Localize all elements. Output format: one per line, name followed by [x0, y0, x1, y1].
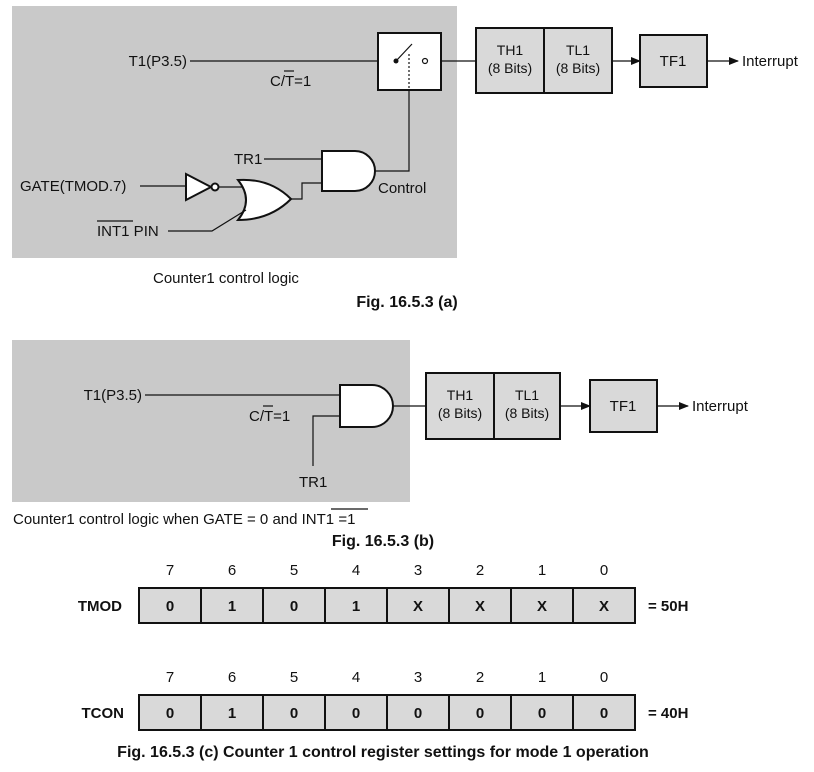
- tmod-value: = 50H: [648, 598, 688, 615]
- fig-a-control-label: Control: [378, 180, 426, 197]
- tmod-bit-cell: [200, 587, 264, 624]
- fig-a-not-gate: [185, 172, 214, 202]
- tcon-name: TCON: [82, 705, 125, 722]
- tmod-bit-value: 0: [166, 598, 174, 615]
- tcon-bit-cell: [386, 694, 450, 731]
- fig-b-th1-box: [425, 372, 495, 440]
- tcon-bit-value: 0: [166, 705, 174, 722]
- tcon-bit-value: 0: [352, 705, 360, 722]
- fig-a-t1-label: T1(P3.5): [129, 53, 187, 70]
- tcon-bit-cell: [262, 694, 326, 731]
- tmod-bit-value: X: [475, 598, 485, 615]
- fig-b-th1-name: TH1: [447, 387, 474, 403]
- fig-a-tf1-label: TF1: [660, 53, 687, 70]
- tcon-bit-value: 0: [290, 705, 298, 722]
- tcon-bit-number: 0: [600, 669, 608, 686]
- fig-a-interrupt-label: Interrupt: [742, 53, 799, 70]
- tcon-bit-number: 2: [476, 669, 484, 686]
- fig-a-tf1-box: [639, 34, 708, 88]
- fig-a-tl1-bits: (8 Bits): [556, 60, 600, 76]
- tmod-bit-number: 5: [290, 562, 298, 579]
- tcon-bit-value: 0: [538, 705, 546, 722]
- figure-c: 7 6 5 4 3 2 1 0 TMOD 0 1 0 1 X X X X: [78, 562, 689, 761]
- tcon-bit-cell: [448, 694, 512, 731]
- fig-b-tr1-label: TR1: [299, 474, 327, 491]
- tcon-bit-numbers: 7 6 5 4 3 2 1 0: [166, 669, 608, 686]
- fig-b-tr1-wire: [312, 415, 340, 466]
- tmod-bit-number: 4: [352, 562, 360, 579]
- fig-a-int1-label: INT1 PIN: [97, 223, 159, 240]
- fig-a-th1-name: TH1: [497, 42, 524, 58]
- fig-a-gate-label: GATE(TMOD.7): [20, 178, 126, 195]
- fig-a-control-wire: [375, 90, 410, 172]
- fig-b-and-gate: [339, 384, 394, 428]
- tcon-bit-value: 0: [476, 705, 484, 722]
- tmod-bit-value: 1: [228, 598, 236, 615]
- tcon-value: = 40H: [648, 705, 688, 722]
- tmod-bit-cell: [386, 587, 450, 624]
- tcon-bit-value: 0: [600, 705, 608, 722]
- tmod-bit-number: 2: [476, 562, 484, 579]
- fig-b-ct-label: C/T=1: [249, 408, 290, 425]
- tcon-bit-number: 6: [228, 669, 236, 686]
- figure-a: T1(P3.5) C/T=1 Control TR1 GATE(TMOD.7) …: [12, 6, 799, 311]
- tcon-bit-cell: [138, 694, 202, 731]
- fig-b-tl1-bits: (8 Bits): [505, 405, 549, 421]
- tmod-bit-cell: [572, 587, 636, 624]
- tmod-bit-value: X: [413, 598, 423, 615]
- tmod-bit-number: 0: [600, 562, 608, 579]
- fig-b-tl1-name: TL1: [515, 387, 539, 403]
- fig-b-subcaption: Counter1 control logic when GATE = 0 and…: [13, 511, 355, 528]
- fig-b-th1-bits: (8 Bits): [438, 405, 482, 421]
- fig-b-t1-label: T1(P3.5): [84, 387, 142, 404]
- tcon-bit-cell: [200, 694, 264, 731]
- tmod-register: 0 1 0 1 X X X X: [138, 587, 636, 624]
- fig-a-or-to-and-wire: [291, 182, 322, 200]
- tmod-bit-value: X: [599, 598, 609, 615]
- tcon-bit-number: 7: [166, 669, 174, 686]
- fig-b-interrupt-label: Interrupt: [692, 398, 749, 415]
- tmod-bit-number: 1: [538, 562, 546, 579]
- fig-a-ct-label: C/T=1: [270, 73, 311, 90]
- tcon-bit-number: 4: [352, 669, 360, 686]
- tmod-bit-value: 0: [290, 598, 298, 615]
- tmod-name: TMOD: [78, 598, 122, 615]
- tmod-bit-numbers: 7 6 5 4 3 2 1 0: [166, 562, 608, 579]
- fig-a-int1-wire: [168, 209, 247, 232]
- fig-a-switch-lever: [395, 43, 413, 62]
- fig-b-tf1-label: TF1: [610, 398, 637, 415]
- fig-a-switch-contact: [421, 57, 429, 65]
- fig-a-th1-bits: (8 Bits): [488, 60, 532, 76]
- tmod-bit-number: 7: [166, 562, 174, 579]
- fig-b-caption: Fig. 16.5.3 (b): [332, 533, 434, 550]
- tcon-bit-cell: [324, 694, 388, 731]
- tmod-bit-number: 3: [414, 562, 422, 579]
- tcon-register: 0 1 0 0 0 0 0 0: [138, 694, 636, 731]
- fig-a-tl1-name: TL1: [566, 42, 590, 58]
- fig-a-subcaption: Counter1 control logic: [153, 270, 299, 287]
- fig-c-caption: Fig. 16.5.3 (c) Counter 1 control regist…: [117, 744, 649, 761]
- tmod-bit-number: 6: [228, 562, 236, 579]
- tcon-bit-value: 0: [414, 705, 422, 722]
- fig-a-and-gate: [321, 150, 376, 192]
- fig-b-tl1-box: [493, 372, 561, 440]
- tcon-bit-value: 1: [228, 705, 236, 722]
- tcon-bit-number: 5: [290, 669, 298, 686]
- tmod-bit-cell: [324, 587, 388, 624]
- fig-a-tr1-label: TR1: [234, 151, 262, 168]
- fig-a-switch-box: [377, 32, 442, 91]
- tcon-bit-cell: [572, 694, 636, 731]
- tmod-bit-cell: [510, 587, 574, 624]
- tcon-bit-number: 1: [538, 669, 546, 686]
- tcon-bit-number: 3: [414, 669, 422, 686]
- fig-a-or-gate: [235, 178, 293, 222]
- tmod-bit-cell: [138, 587, 202, 624]
- tmod-bit-value: X: [537, 598, 547, 615]
- fig-a-not-bubble: [210, 182, 220, 192]
- fig-a-caption: Fig. 16.5.3 (a): [356, 294, 457, 311]
- tmod-bit-value: 1: [352, 598, 360, 615]
- figure-b: T1(P3.5) C/T=1 TR1 TH1 (8 Bits) TL1 (8 B…: [12, 340, 749, 550]
